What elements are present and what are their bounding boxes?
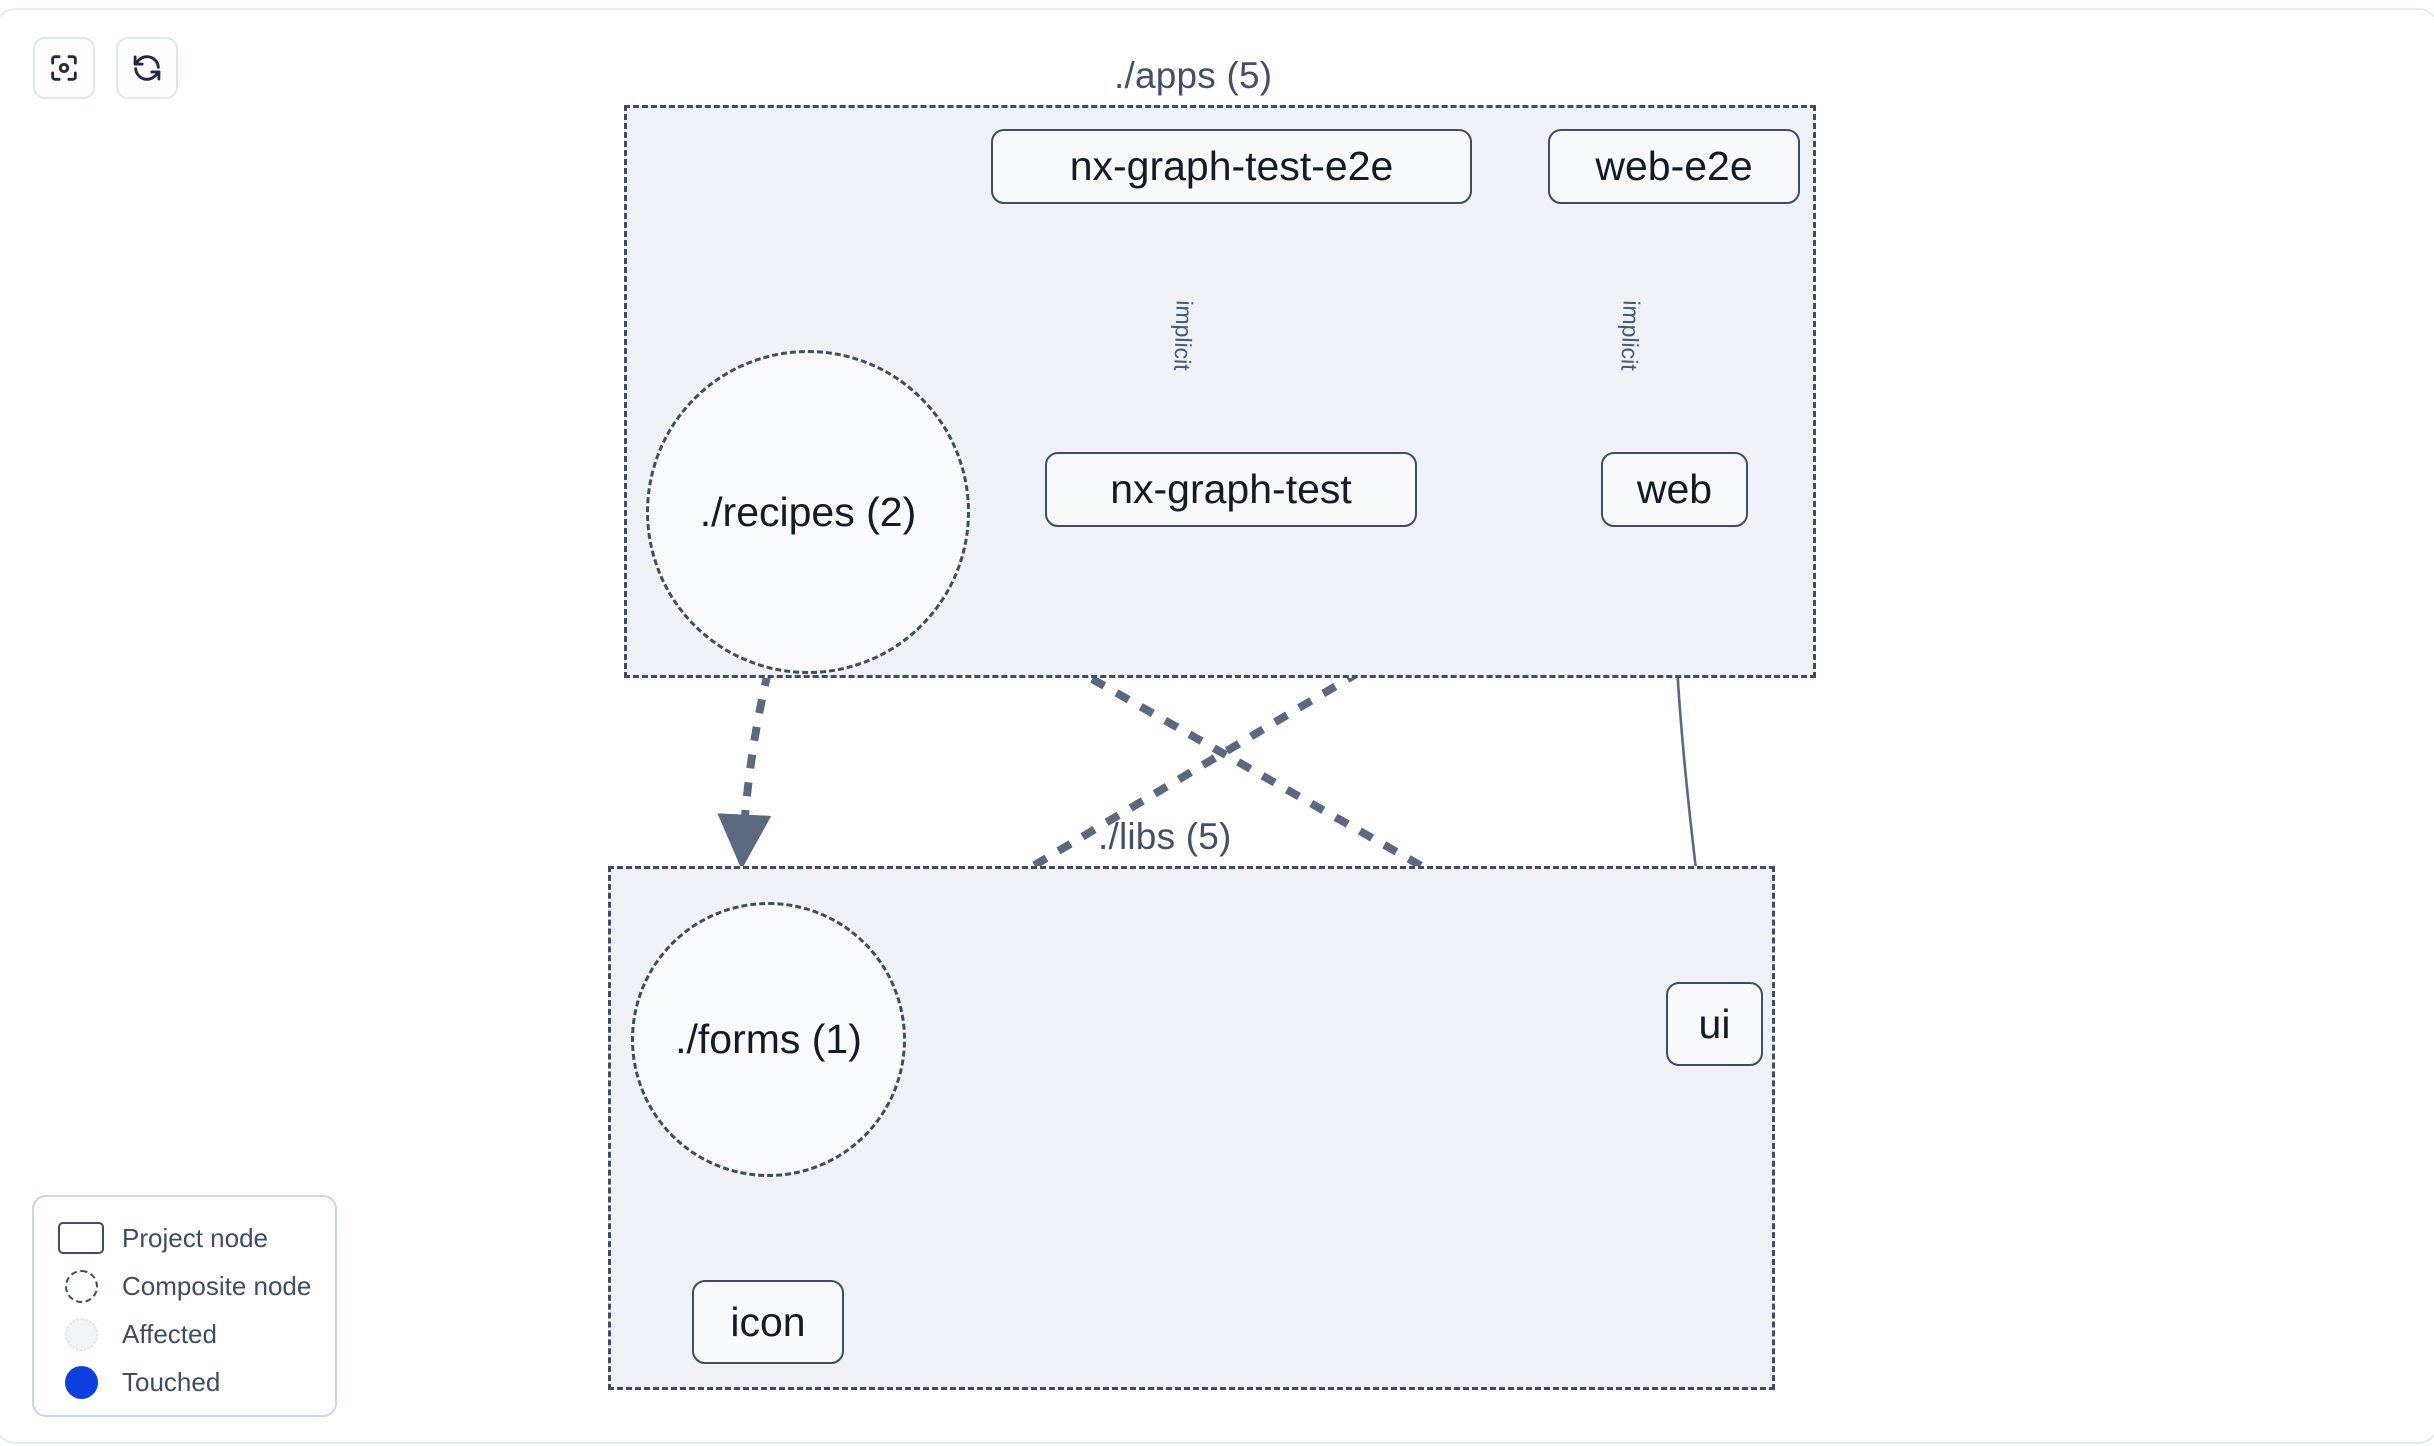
refresh-graph-button[interactable] <box>116 37 178 99</box>
legend-label: Affected <box>122 1318 217 1349</box>
node-label: ./recipes (2) <box>699 488 917 535</box>
legend-label: Touched <box>122 1366 221 1397</box>
edge-recipes-to-forms[interactable] <box>717 671 772 870</box>
focus-target-icon <box>47 51 81 85</box>
node-recipes-composite[interactable]: ./recipes (2) <box>646 350 970 674</box>
node-icon[interactable]: icon <box>692 1280 844 1364</box>
node-ui[interactable]: ui <box>1666 982 1763 1066</box>
project-node-swatch-icon <box>58 1221 104 1255</box>
node-label: web-e2e <box>1595 143 1753 189</box>
graph-toolbar <box>33 37 178 99</box>
node-nx-graph-test[interactable]: nx-graph-test <box>1045 452 1417 527</box>
edge-label-implicit-nx-graph-test: implicit <box>1169 299 1198 372</box>
graph-legend: Project node Composite node Affected Tou… <box>32 1195 337 1417</box>
group-label-libs: ./libs (5) <box>1098 816 1232 857</box>
edge-recipes-to-ui[interactable] <box>944 592 1652 997</box>
node-label: nx-graph-test <box>1110 466 1352 512</box>
affected-swatch-icon <box>58 1317 104 1351</box>
edge-web-to-forms[interactable] <box>900 525 1603 945</box>
legend-item-touched: Touched <box>34 1358 335 1406</box>
legend-item-composite-node: Composite node <box>34 1262 335 1310</box>
composite-node-swatch-icon <box>58 1269 104 1303</box>
node-nx-graph-test-e2e[interactable]: nx-graph-test-e2e <box>991 129 1472 204</box>
node-label: web <box>1636 466 1713 512</box>
legend-item-affected: Affected <box>34 1310 335 1358</box>
legend-label: Project node <box>122 1222 268 1253</box>
refresh-icon <box>130 51 164 85</box>
legend-label: Composite node <box>122 1270 312 1301</box>
node-label: icon <box>730 1298 806 1345</box>
node-label: nx-graph-test-e2e <box>1069 143 1394 189</box>
focus-graph-button[interactable] <box>33 37 95 99</box>
touched-swatch-icon <box>58 1365 104 1399</box>
node-forms-composite[interactable]: ./forms (1) <box>631 902 906 1177</box>
node-label: ui <box>1698 1000 1731 1047</box>
node-web-e2e[interactable]: web-e2e <box>1548 129 1800 204</box>
group-label-apps: ./apps (5) <box>1114 55 1273 96</box>
node-label: ./forms (1) <box>675 1016 862 1062</box>
legend-item-project-node: Project node <box>34 1214 335 1262</box>
node-web[interactable]: web <box>1601 452 1748 527</box>
edge-label-implicit-web: implicit <box>1616 299 1645 372</box>
